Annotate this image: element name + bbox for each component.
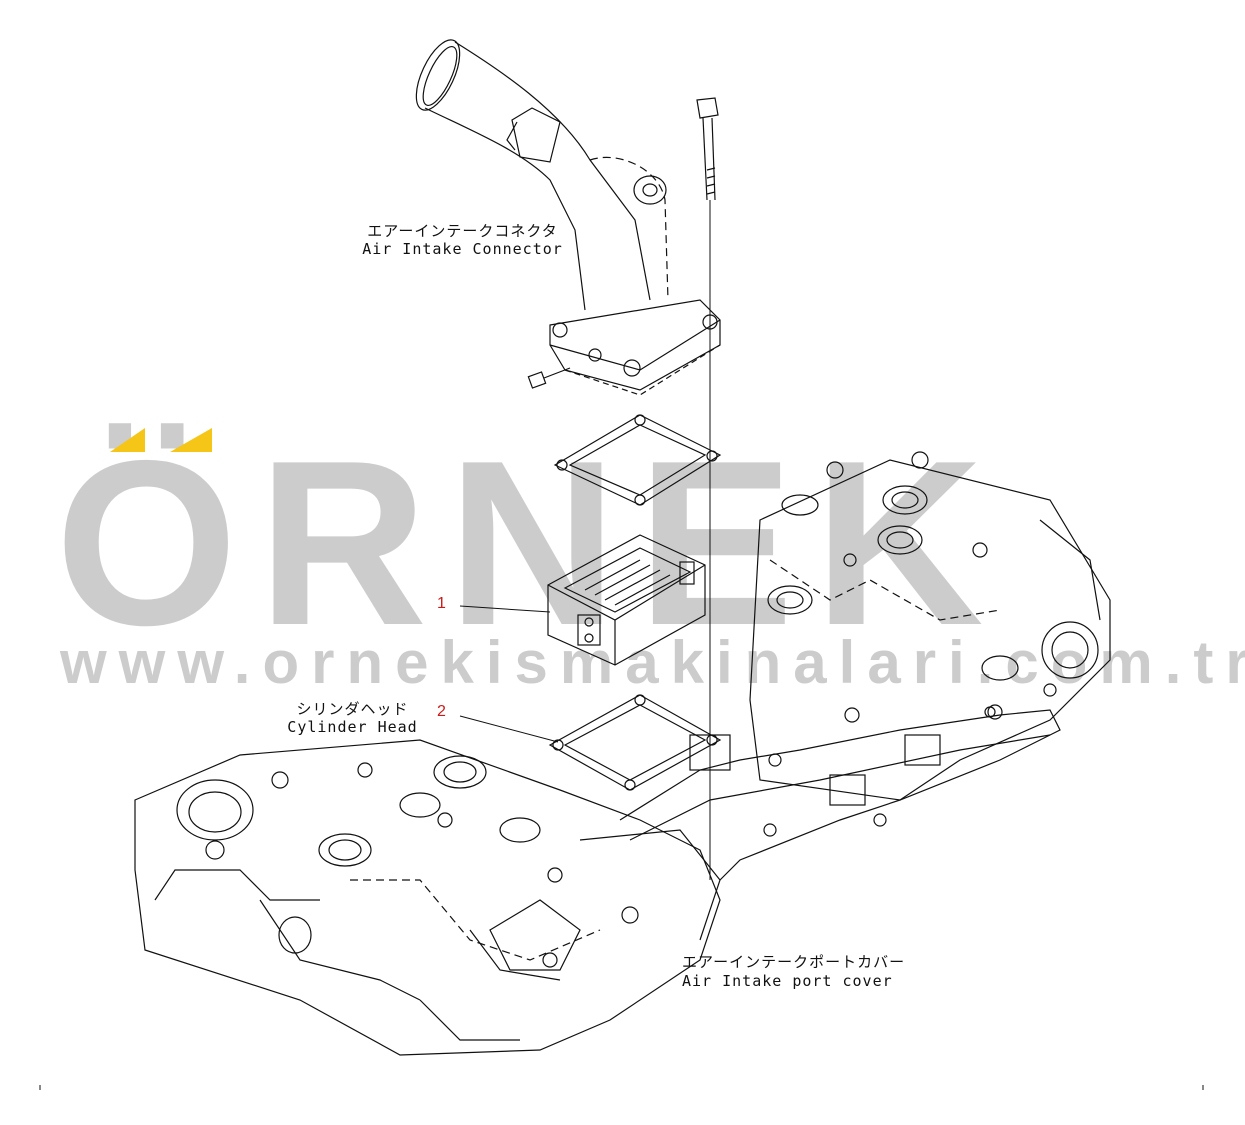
gasket-lower [548, 694, 722, 791]
gasket-upper [553, 414, 722, 506]
label-air-intake-port-cover-en: Air Intake port cover [682, 972, 893, 990]
label-air-intake-connector-en: Air Intake Connector [362, 240, 563, 258]
label-air-intake-port-cover-jp: エアーインテークポートカバー [682, 953, 906, 971]
long-bolt [696, 97, 719, 880]
watermark-accent-mark-right [170, 428, 212, 452]
small-bolt [527, 367, 571, 389]
label-cylinder-head-en: Cylinder Head [287, 718, 418, 736]
leader-line-part1 [459, 605, 551, 613]
leader-line-part2 [459, 715, 559, 743]
watermark-accent-mark-left [110, 428, 145, 452]
air-intake-connector [415, 39, 721, 396]
cylinder-head-front [134, 739, 721, 1056]
cylinder-head-rear [749, 451, 1111, 801]
intake-heater [547, 534, 706, 666]
air-intake-port-cover [619, 706, 1061, 881]
callout-part-1[interactable]: 1 [437, 595, 446, 612]
label-air-intake-connector-jp: エアーインテークコネクタ [367, 222, 558, 240]
label-cylinder-head-jp: シリンダヘッド [296, 700, 409, 718]
callout-part-2[interactable]: 2 [437, 703, 446, 720]
